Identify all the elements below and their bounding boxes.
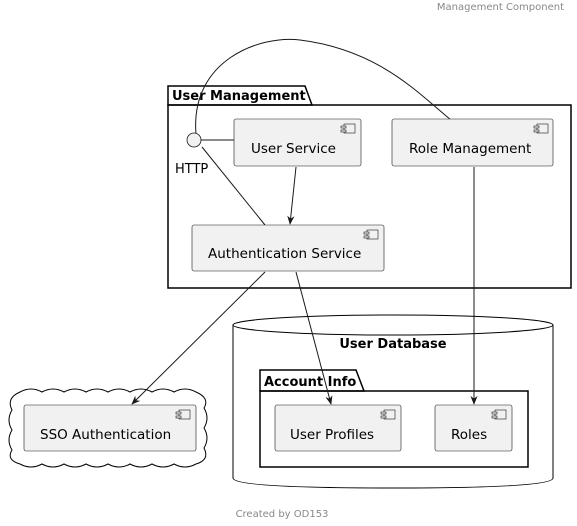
interface-label: HTTP bbox=[175, 162, 208, 177]
component-icon bbox=[533, 123, 549, 134]
component-icon bbox=[491, 409, 507, 420]
component-label: Authentication Service bbox=[208, 246, 361, 262]
component-box bbox=[391, 118, 554, 167]
component-label: Role Management bbox=[409, 141, 531, 157]
package-user-management: User Management bbox=[167, 85, 572, 289]
component-box bbox=[233, 118, 362, 167]
component-icon bbox=[175, 409, 191, 420]
edge-authentication-to-sso bbox=[131, 271, 266, 405]
edge-authentication-to-user-profiles bbox=[295, 271, 333, 405]
component-sso-authentication: SSO Authentication bbox=[23, 404, 197, 452]
package-title-user-management: User Management bbox=[172, 89, 306, 104]
component-role-management: Role Management bbox=[391, 118, 554, 167]
diagram-footer-caption: Created by OD153 bbox=[236, 509, 329, 520]
package-title-account-info: Account Info bbox=[264, 375, 356, 390]
component-user-service: User Service bbox=[233, 118, 362, 167]
diagram-header-title: Management Component bbox=[437, 2, 564, 13]
component-icon bbox=[380, 409, 396, 420]
component-label: User Profiles bbox=[290, 427, 374, 443]
interface-circle-icon bbox=[186, 132, 202, 148]
component-box bbox=[23, 404, 197, 452]
component-roles: Roles bbox=[434, 404, 513, 452]
edge-http-authentication-service bbox=[201, 146, 266, 226]
edge-user-service-to-authentication bbox=[287, 166, 297, 225]
package-frame bbox=[259, 390, 529, 468]
package-account-info: Account Info bbox=[259, 369, 529, 468]
package-frame bbox=[167, 104, 572, 289]
component-label: SSO Authentication bbox=[40, 427, 171, 443]
edge-http-role-management bbox=[195, 38, 452, 135]
component-authentication-service: Authentication Service bbox=[191, 224, 385, 272]
component-icon bbox=[340, 123, 356, 134]
component-box bbox=[274, 404, 402, 452]
component-user-profiles: User Profiles bbox=[274, 404, 402, 452]
database-title: User Database bbox=[339, 337, 446, 352]
interface-http: HTTP bbox=[175, 132, 208, 177]
database-top bbox=[232, 314, 554, 336]
component-label: User Service bbox=[251, 141, 336, 157]
database-user-database: User Database bbox=[232, 314, 554, 489]
component-label: Roles bbox=[451, 427, 487, 443]
component-box bbox=[191, 224, 385, 272]
component-icon bbox=[363, 229, 379, 240]
